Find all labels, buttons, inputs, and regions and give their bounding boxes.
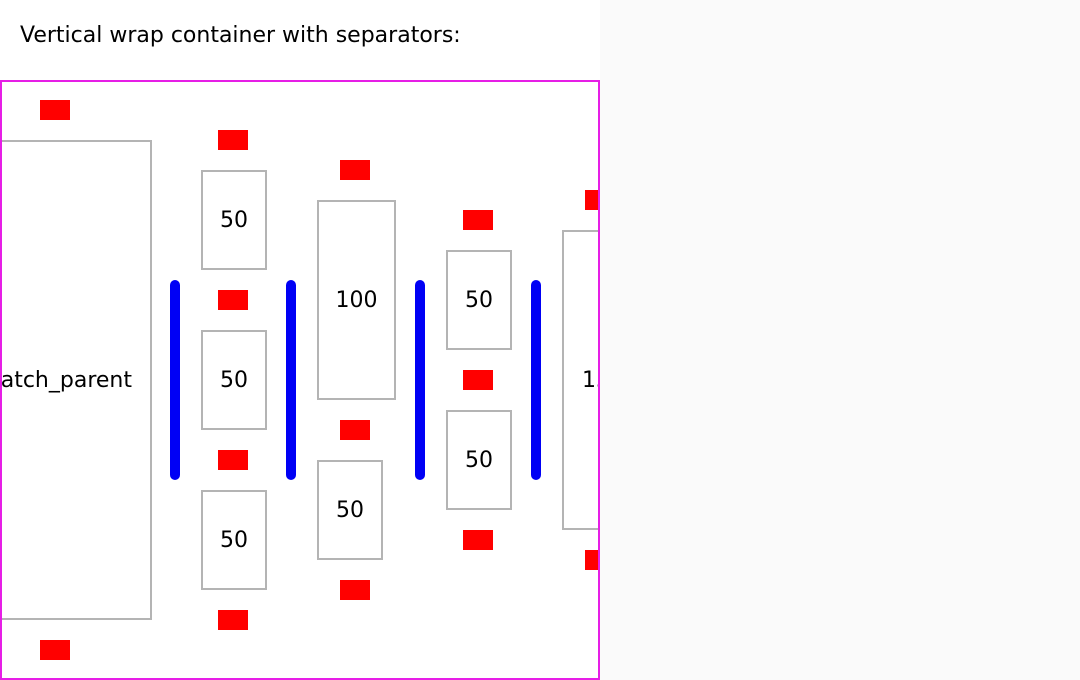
- item-separator: [218, 450, 248, 470]
- item-separator: [463, 210, 493, 230]
- page-title: Vertical wrap container with separators:: [20, 23, 461, 48]
- item-separator: [340, 160, 370, 180]
- item-label: 50: [465, 447, 493, 473]
- item-label: 50: [220, 207, 248, 233]
- item-separator: [463, 370, 493, 390]
- item-separator: [40, 100, 70, 120]
- line-separator: [170, 280, 180, 480]
- item-separator: [218, 130, 248, 150]
- item-separator: [40, 640, 70, 660]
- item-label: match_parent: [0, 367, 132, 393]
- line-separator: [415, 280, 425, 480]
- item-label: 50: [220, 367, 248, 393]
- item-100: 100: [317, 200, 396, 400]
- item-150: 150: [562, 230, 598, 530]
- item-separator: [585, 190, 598, 210]
- line-separator: [531, 280, 541, 480]
- item-50: 50: [446, 250, 512, 350]
- item-separator: [340, 580, 370, 600]
- item-label: 50: [465, 287, 493, 313]
- preview-panel: Vertical wrap container with separators:…: [0, 23, 600, 680]
- item-label: 150: [582, 367, 598, 393]
- match-parent-item: match_parent: [0, 140, 152, 620]
- item-50: 50: [201, 490, 267, 590]
- item-label: 50: [336, 497, 364, 523]
- item-50: 50: [201, 170, 267, 270]
- item-separator: [463, 530, 493, 550]
- item-separator: [218, 290, 248, 310]
- item-separator: [218, 610, 248, 630]
- wrap-container: match_parent 50 50 50 100 50: [0, 80, 600, 680]
- item-separator: [340, 420, 370, 440]
- item-label: 50: [220, 527, 248, 553]
- line-separator: [286, 280, 296, 480]
- item-label: 100: [335, 287, 378, 313]
- item-50: 50: [446, 410, 512, 510]
- item-50: 50: [317, 460, 383, 560]
- item-50: 50: [201, 330, 267, 430]
- item-separator: [585, 550, 598, 570]
